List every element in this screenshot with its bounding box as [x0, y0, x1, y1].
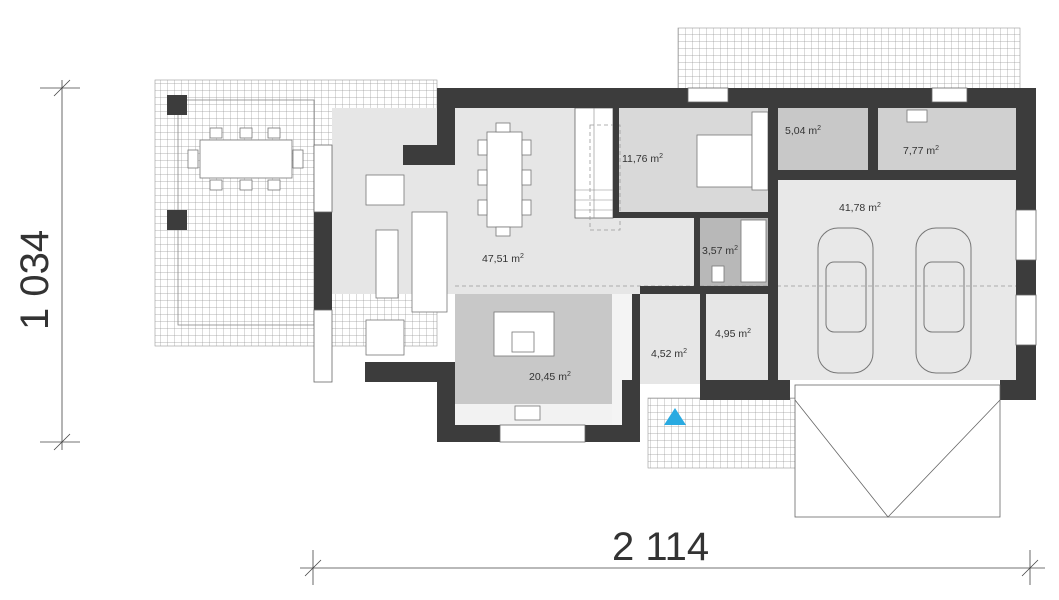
room-storage	[778, 108, 868, 170]
outdoor-table	[187, 127, 304, 191]
area-garage: 41,78 m2	[839, 202, 881, 214]
dimension-horizontal	[300, 550, 1045, 585]
kitchen-island	[493, 311, 555, 357]
toilet	[711, 265, 725, 283]
terrace-entrance	[647, 397, 799, 469]
area-bedroom: 11,76 m2	[622, 153, 663, 165]
area-living-dining: 47,51 m2	[482, 253, 524, 265]
dining-table	[477, 122, 532, 237]
entrance-marker	[664, 408, 686, 425]
room-hall	[640, 294, 700, 384]
room-labels: 47,51 m2 11,76 m2 5,04 m2 7,77 m2 41,78 …	[482, 125, 939, 383]
terrace-column	[167, 95, 187, 115]
staircase	[574, 107, 621, 231]
dimension-height: 1 034	[13, 230, 57, 330]
area-hall: 4,52 m2	[651, 348, 687, 360]
windows	[313, 87, 1037, 443]
carport	[794, 384, 1001, 518]
area-wardrobe: 4,95 m2	[715, 328, 751, 340]
area-kitchen: 20,45 m2	[529, 371, 571, 383]
terrace-column	[167, 210, 187, 230]
terrace-top	[677, 27, 1021, 91]
area-bathroom: 3,57 m2	[702, 245, 738, 257]
car-right	[915, 227, 972, 374]
washbasin	[906, 109, 928, 123]
room-utility	[878, 108, 1016, 170]
dimension-width: 2 114	[612, 525, 709, 569]
area-utility: 7,77 m2	[903, 145, 939, 157]
room-garage	[778, 180, 1016, 380]
bathtub	[740, 219, 767, 283]
kitchen-sink	[514, 405, 541, 421]
sofa-set	[365, 174, 448, 356]
area-storage: 5,04 m2	[785, 125, 821, 137]
kitchen-counter-area	[455, 404, 640, 425]
car-left	[817, 227, 874, 374]
dimension-vertical	[40, 79, 80, 451]
room-wardrobe	[706, 294, 768, 380]
bed	[696, 111, 769, 191]
